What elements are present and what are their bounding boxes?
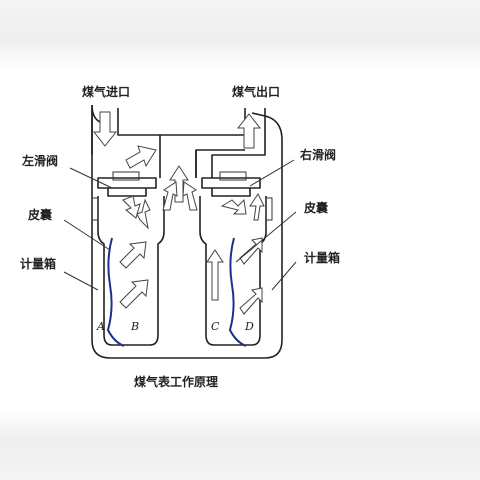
right-bag-membrane [228, 237, 247, 347]
gas-inlet-label: 煤气进口 [82, 84, 130, 99]
gas-outlet-label: 煤气出口 [232, 84, 280, 99]
top-fade [0, 0, 480, 70]
bottom-fade [0, 410, 480, 480]
right-slide-valve [201, 171, 261, 197]
chamber-d-label: D [244, 320, 254, 333]
left-slide-valve [97, 171, 157, 197]
chamber-a-label: A [96, 320, 105, 333]
meter-casing-left-top [91, 104, 101, 123]
chamber-b-label: B [130, 320, 139, 333]
left-metering-box [91, 196, 165, 347]
flow-arrow-icon [92, 111, 265, 315]
chamber-c-label: C [211, 320, 220, 333]
left-box-label: 计量箱 [20, 256, 56, 271]
right-metering-box [199, 196, 273, 347]
left-bag-label: 皮囊 [27, 207, 53, 222]
left-bag-membrane [106, 237, 125, 347]
leader-lines [63, 159, 297, 291]
right-bag-label: 皮囊 [303, 200, 329, 215]
right-box-label: 计量箱 [304, 250, 340, 265]
outlet-pipe [195, 108, 266, 178]
meter-casing [91, 105, 283, 359]
right-slide-valve-label: 右滑阀 [299, 147, 336, 162]
diagram-caption: 煤气表工作原理 [134, 374, 218, 389]
central-divider [159, 135, 197, 178]
left-slide-valve-label: 左滑阀 [21, 153, 58, 168]
